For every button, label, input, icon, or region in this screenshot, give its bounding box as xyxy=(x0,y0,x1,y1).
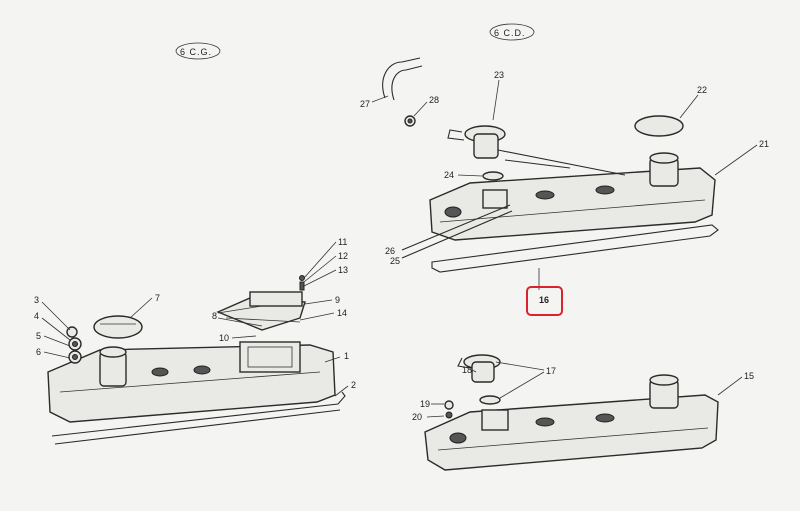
callout-19: 19 xyxy=(420,399,430,409)
callout-10: 10 xyxy=(219,333,229,343)
callout-16: 16 xyxy=(539,295,549,305)
leader-lines xyxy=(41,79,758,418)
highlight-box[interactable] xyxy=(526,286,563,316)
callout-15: 15 xyxy=(744,371,754,381)
callout-22: 22 xyxy=(697,85,707,95)
callout-9: 9 xyxy=(335,295,340,305)
callout-11: 11 xyxy=(338,237,347,247)
left-gasket xyxy=(51,391,346,445)
callout-14: 14 xyxy=(337,308,347,318)
group-label-left-text: 6 C.G. xyxy=(180,47,212,57)
right-upper-valve-cover xyxy=(429,152,716,241)
callout-20: 20 xyxy=(412,412,422,422)
callout-4: 4 xyxy=(34,311,39,321)
left-filler-cap xyxy=(93,315,143,339)
right-lower-valve-cover xyxy=(424,374,719,471)
callout-5: 5 xyxy=(36,331,41,341)
callout-26: 26 xyxy=(385,246,395,256)
right-breather-hose xyxy=(382,57,423,127)
callout-8: 8 xyxy=(212,311,217,321)
right-upper-gasket xyxy=(431,224,719,273)
callout-1: 1 xyxy=(344,351,349,361)
highlighted-callout-16[interactable]: 16 xyxy=(526,286,563,316)
callout-18: 18 xyxy=(462,365,472,375)
right-upper-screws xyxy=(401,204,513,259)
callout-23: 23 xyxy=(494,70,504,80)
callout-24: 24 xyxy=(444,170,454,180)
callout-28: 28 xyxy=(429,95,439,105)
callout-27: 27 xyxy=(360,99,370,109)
group-label-right-text: 6 C.D. xyxy=(494,28,526,38)
left-valve-cover xyxy=(47,341,336,423)
callout-labels: 1 2 3 4 5 6 7 8 9 10 11 12 13 14 15 17 1… xyxy=(34,70,769,422)
callout-7: 7 xyxy=(155,293,160,303)
callout-12: 12 xyxy=(338,251,348,261)
right-lower-breather-valve xyxy=(444,354,501,419)
callout-21: 21 xyxy=(759,139,769,149)
right-filler-cap xyxy=(634,115,684,137)
callout-13: 13 xyxy=(338,265,348,275)
group-label-right: 6 C.D. xyxy=(489,23,535,41)
right-breather-valve xyxy=(447,125,626,181)
callout-25: 25 xyxy=(390,256,400,266)
callout-6: 6 xyxy=(36,347,41,357)
callout-17: 17 xyxy=(546,366,556,376)
callout-3: 3 xyxy=(34,295,39,305)
left-small-parts xyxy=(66,275,305,364)
group-label-left: 6 C.G. xyxy=(175,42,221,60)
left-breather-plate xyxy=(216,291,306,331)
callout-2: 2 xyxy=(351,380,356,390)
